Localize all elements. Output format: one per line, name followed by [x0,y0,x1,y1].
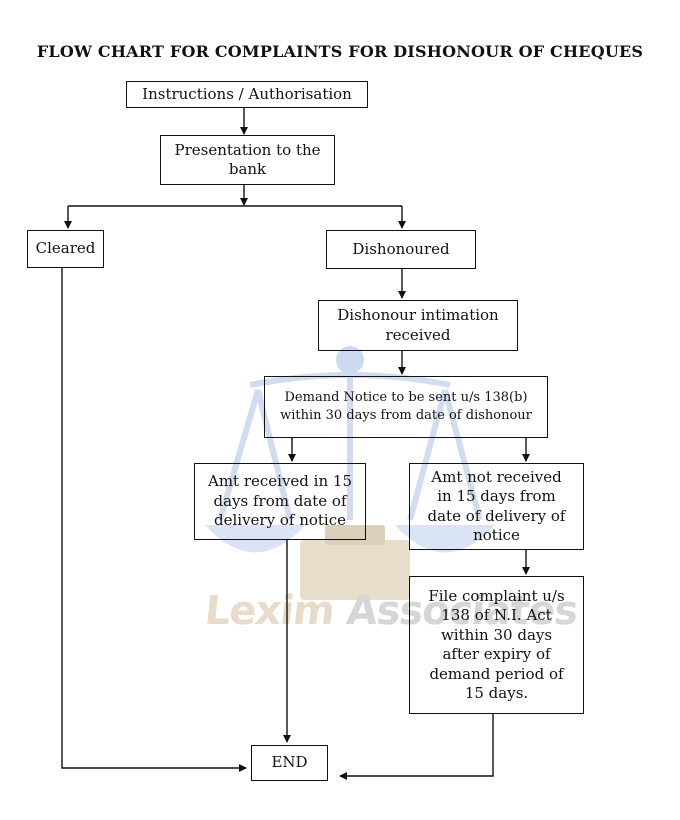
box-intimation-label: Dishonour intimation received [337,306,499,344]
box-end-label: END [271,753,308,772]
box-instructions: Instructions / Authorisation [126,81,368,108]
box-intimation: Dishonour intimation received [318,300,518,351]
box-amt-not-received: Amt not received in 15 days from date of… [409,463,584,550]
box-file-complaint: File complaint u/s 138 of N.I. Act withi… [409,576,584,714]
arrow-complaint-end [339,714,494,780]
box-amt-received: Amt received in 15 days from date of del… [194,463,366,540]
box-end: END [251,745,328,781]
box-instructions-label: Instructions / Authorisation [142,84,352,103]
box-cleared: Cleared [27,230,104,268]
box-amt-not-received-label: Amt not received in 15 days from date of… [427,467,566,545]
box-presentation: Presentation to the bank [160,135,335,185]
arrow-cleared-end [61,268,247,772]
box-demand-notice: Demand Notice to be sent u/s 138(b) with… [264,376,548,438]
box-dishonoured: Dishonoured [326,230,476,269]
box-demand-notice-label: Demand Notice to be sent u/s 138(b) with… [280,390,532,423]
box-dishonoured-label: Dishonoured [352,239,450,258]
box-presentation-label: Presentation to the bank [174,140,321,179]
box-file-complaint-label: File complaint u/s 138 of N.I. Act withi… [428,586,565,703]
box-cleared-label: Cleared [35,239,96,258]
page-title: FLOW CHART FOR COMPLAINTS FOR DISHONOUR … [36,42,644,61]
box-amt-received-label: Amt received in 15 days from date of del… [207,472,352,530]
